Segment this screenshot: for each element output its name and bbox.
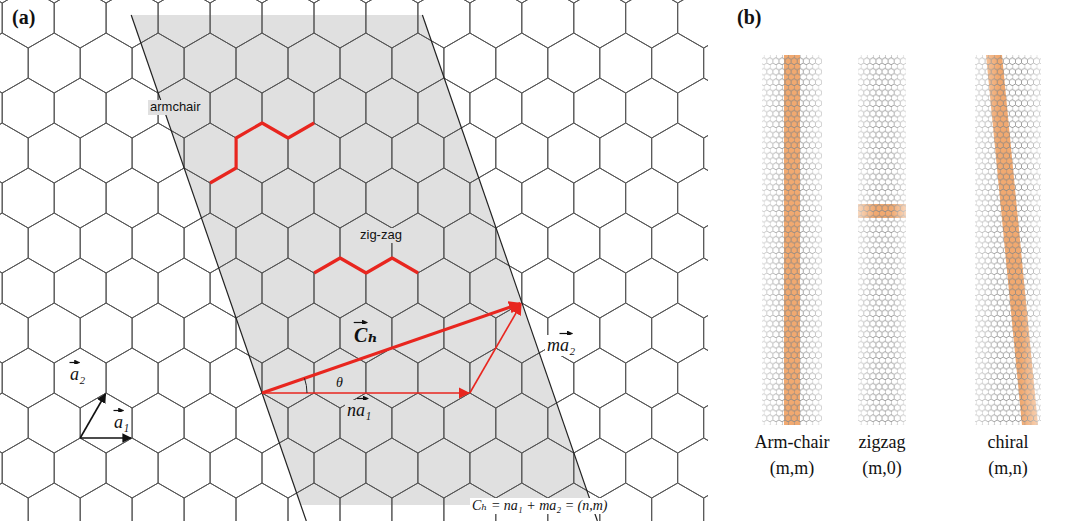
label: zigzag <box>857 432 908 453</box>
tube-wall <box>975 55 1041 425</box>
vector-arrow <box>354 322 368 323</box>
tube-shading <box>858 55 906 425</box>
chiral-vector <box>262 304 521 394</box>
unrolled-region <box>131 15 592 505</box>
zigzag-tube <box>858 55 906 425</box>
vector-arrow <box>70 362 80 363</box>
label: (m,n) <box>986 458 1030 479</box>
label: Cₕ = na₁ + ma₂ = (n,m) <box>470 498 610 514</box>
label: a₂ <box>68 364 87 385</box>
label: (a) <box>10 6 37 29</box>
a1-vector <box>80 437 131 439</box>
n-a1-vector <box>262 392 469 394</box>
boundary-line <box>422 15 597 521</box>
label: Cₕ <box>352 324 380 347</box>
tube-wall <box>858 55 906 425</box>
label: ma₂ <box>545 335 577 356</box>
tube-shading <box>975 55 1041 425</box>
label: (m,0) <box>860 458 904 479</box>
label: (m,m) <box>768 458 817 479</box>
label: na₁ <box>345 400 373 421</box>
label: zig-zag <box>358 228 404 243</box>
vector-arrow <box>560 333 573 334</box>
label: a₁ <box>112 412 131 433</box>
angle-arc <box>305 378 308 393</box>
armchair-tube <box>762 55 822 425</box>
a2-vector <box>80 394 105 438</box>
armchair-path <box>210 123 314 183</box>
chiral-tube <box>975 55 1041 425</box>
tube-shading <box>762 55 822 425</box>
label: chiral <box>986 432 1031 453</box>
label: Arm-chair <box>753 432 832 453</box>
boundary-line <box>131 15 306 521</box>
tube-wall <box>762 55 822 425</box>
graphene-lattice <box>0 0 708 521</box>
vector-arrow <box>357 398 368 399</box>
vector-arrow <box>114 410 124 411</box>
zigzag-path <box>314 258 418 273</box>
label: armchair <box>148 100 203 115</box>
label: (b) <box>735 6 763 29</box>
label: θ <box>334 375 345 391</box>
